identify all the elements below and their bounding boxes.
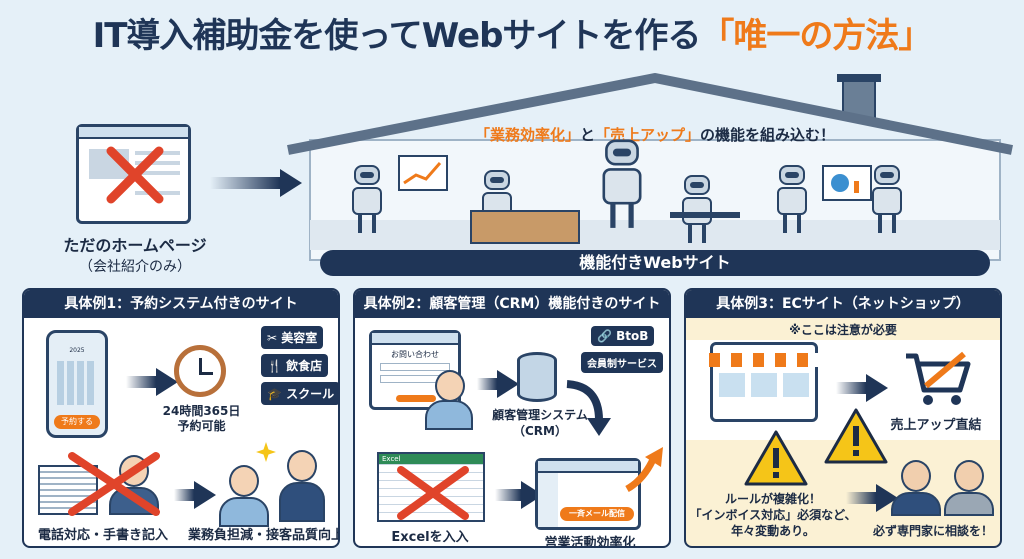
warning-icon: [824, 408, 888, 464]
warning-caption-line: 「インボイス対応」必須など、: [689, 508, 857, 522]
paper-ledger-icon: [38, 465, 98, 515]
panel-header: 具体例2：顧客管理（CRM）機能付きのサイト: [355, 290, 669, 318]
chart-board-icon: [398, 155, 448, 191]
panel-header: 具体例1：予約システム付きのサイト: [24, 290, 338, 318]
after-caption: 営業活動効率化: [544, 536, 636, 548]
fork-knife-icon: 🍴: [267, 359, 287, 373]
desk-icon: [670, 212, 740, 218]
title-main: IT導入補助金を使ってWebサイトを作る: [92, 16, 702, 56]
robot-icon: [775, 165, 809, 235]
tag-btob: 🔗 BtoB: [591, 326, 655, 346]
chart-board-icon: [822, 165, 872, 201]
tag-membership: 会員制サービス: [581, 352, 663, 373]
reserve-button: 予約する: [54, 415, 100, 429]
page-title: IT導入補助金を使ってWebサイトを作る「唯一の方法」: [0, 8, 1024, 57]
warning-caption-line: 年々変動あり。: [731, 524, 815, 538]
before-sublabel: （会社紹介のみ）: [79, 259, 191, 275]
warning-icon: [744, 430, 808, 486]
crm-caption-line: 顧客管理システム: [492, 408, 588, 422]
tag-beauty-salon: ✂ 美容室: [261, 326, 324, 349]
x-mark-icon: [106, 146, 164, 204]
growth-arrow-icon: [625, 447, 663, 493]
clock-caption-line: 24時間365日: [162, 404, 241, 418]
clock-icon: [174, 345, 226, 397]
after-caption: 業務負担減・接客品質向上: [187, 528, 340, 543]
x-mark-icon: [68, 452, 160, 516]
before-caption: Excelを入入: [391, 530, 469, 545]
robot-icon: [870, 165, 904, 235]
x-mark-icon: [397, 466, 469, 520]
tag-school: 🎓 スクール: [261, 382, 338, 405]
robot-icon: [600, 139, 644, 231]
panel-header: 具体例3：ECサイト（ネットショップ）: [686, 290, 1000, 318]
curved-arrow-icon: [566, 380, 611, 436]
caution-note: ※ここは注意が必要: [789, 323, 897, 337]
desk-icon: [470, 210, 580, 244]
house-illustration: [287, 73, 1013, 261]
graduation-cap-icon: 🎓: [267, 387, 287, 401]
robot-icon: [680, 175, 714, 245]
before-caption: 電話対応・手書き記入: [37, 528, 168, 543]
house-heading: 「業務効率化」と「売上アップ」の機能を組み込む！: [474, 126, 836, 144]
bulk-email-button: 一斉メール配信: [560, 507, 634, 521]
warning-caption-line: ルールが複雑化！: [724, 492, 821, 506]
sales-caption: 売上アップ直結: [890, 418, 982, 433]
expert-caption: 必ず専門家に相談を！: [872, 524, 993, 538]
smartphone-calendar-icon: 2025 予約する: [46, 330, 108, 438]
online-store-illustration: [709, 342, 819, 422]
excel-sheet-icon: Excel: [377, 452, 485, 522]
crm-caption-line: （CRM）: [513, 424, 567, 438]
robot-icon: [350, 165, 384, 235]
scissors-icon: ✂: [267, 331, 282, 345]
featured-website-banner: 機能付きWebサイト: [320, 250, 990, 276]
crm-dashboard-window: 一斉メール配信: [535, 458, 641, 530]
excel-label: Excel: [379, 454, 483, 464]
title-highlight: 「唯一の方法」: [700, 16, 932, 56]
example-panel-crm: 具体例2：顧客管理（CRM）機能付きのサイト お問い合わせ 顧客管理システム （…: [353, 288, 671, 548]
example-panel-ecommerce: 具体例3：ECサイト（ネットショップ） ※ここは注意が必要 売上アップ直結 ルー…: [684, 288, 1002, 548]
database-icon: [517, 352, 557, 402]
before-label: ただのホームページ: [63, 236, 207, 255]
example-panel-reservation: 具体例1：予約システム付きのサイト 2025 予約する 24時間365日 予約可…: [22, 288, 340, 548]
plain-homepage-illustration: [76, 124, 191, 224]
tag-restaurant: 🍴 飲食店: [261, 354, 329, 377]
shopping-cart-icon: [906, 351, 971, 405]
form-title: お問い合わせ: [391, 350, 439, 359]
clock-caption-line: 予約可能: [177, 419, 226, 433]
sparkle-icon: [256, 442, 276, 462]
link-icon: 🔗: [597, 329, 617, 343]
